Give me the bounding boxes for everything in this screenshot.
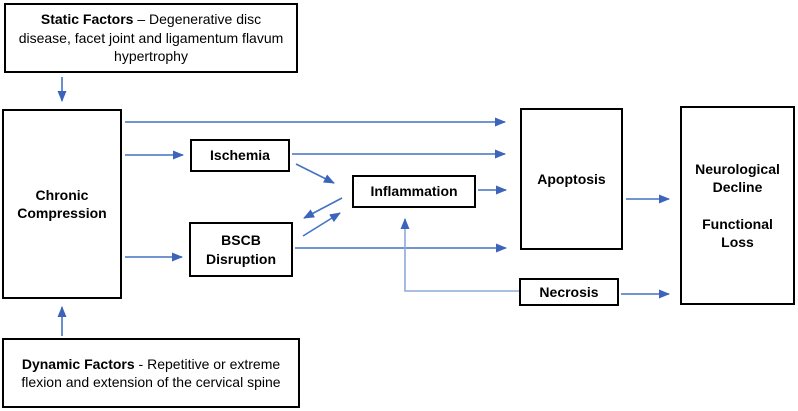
static-factors-description: – Degenerative disc disease, facet joint… xyxy=(18,11,284,65)
inflammation-label: Inflammation xyxy=(370,183,458,200)
arrow-bscb-to-inflammation xyxy=(302,212,341,237)
apoptosis-box: Apoptosis xyxy=(520,108,623,250)
chronic-compression-label: Chronic Compression xyxy=(17,186,107,221)
dynamic-factors-box: Dynamic Factors - Repetitive or extreme … xyxy=(2,338,300,408)
dynamic-factors-description: - Repetitive or extreme flexion and exte… xyxy=(21,355,281,390)
apoptosis-label: Apoptosis xyxy=(537,170,606,187)
dynamic-factors-title: Dynamic Factors xyxy=(21,355,135,372)
static-factors-text: Static Factors – Degenerative disc disea… xyxy=(16,10,286,65)
chronic-compression-box: Chronic Compression xyxy=(2,109,122,299)
bscb-disruption-label: BSCB Disruption xyxy=(206,232,276,267)
static-factors-title: Static Factors xyxy=(40,11,134,28)
bscb-disruption-box: BSCB Disruption xyxy=(189,222,293,277)
static-factors-box: Static Factors – Degenerative disc disea… xyxy=(4,3,298,73)
arrow-inflammation-to-bscb xyxy=(303,197,343,219)
arrow-necrosis-to-inflammation xyxy=(400,218,519,292)
arrow-ischemia-to-inflammation xyxy=(295,163,335,184)
inflammation-box: Inflammation xyxy=(352,175,476,208)
outcome-line2: Functional Loss xyxy=(702,215,773,250)
necrosis-label: Necrosis xyxy=(539,283,599,300)
necrosis-box: Necrosis xyxy=(519,278,619,306)
dynamic-factors-text: Dynamic Factors - Repetitive or extreme … xyxy=(14,355,288,392)
outcome-box: Neurological Decline Functional Loss xyxy=(680,106,795,305)
ischemia-label: Ischemia xyxy=(210,147,270,164)
ischemia-box: Ischemia xyxy=(190,139,290,172)
outcome-line1: Neurological Decline xyxy=(695,160,780,196)
